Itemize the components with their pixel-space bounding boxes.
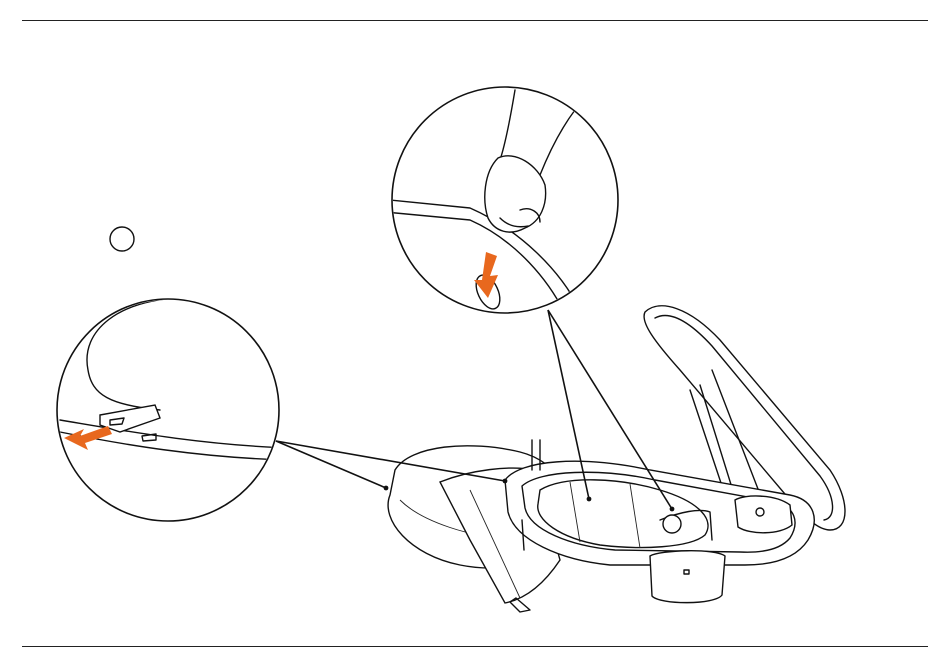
top-callout xyxy=(385,87,618,320)
step-marker xyxy=(110,227,134,251)
bouncer-seat xyxy=(384,306,845,612)
left-callout xyxy=(57,298,290,521)
